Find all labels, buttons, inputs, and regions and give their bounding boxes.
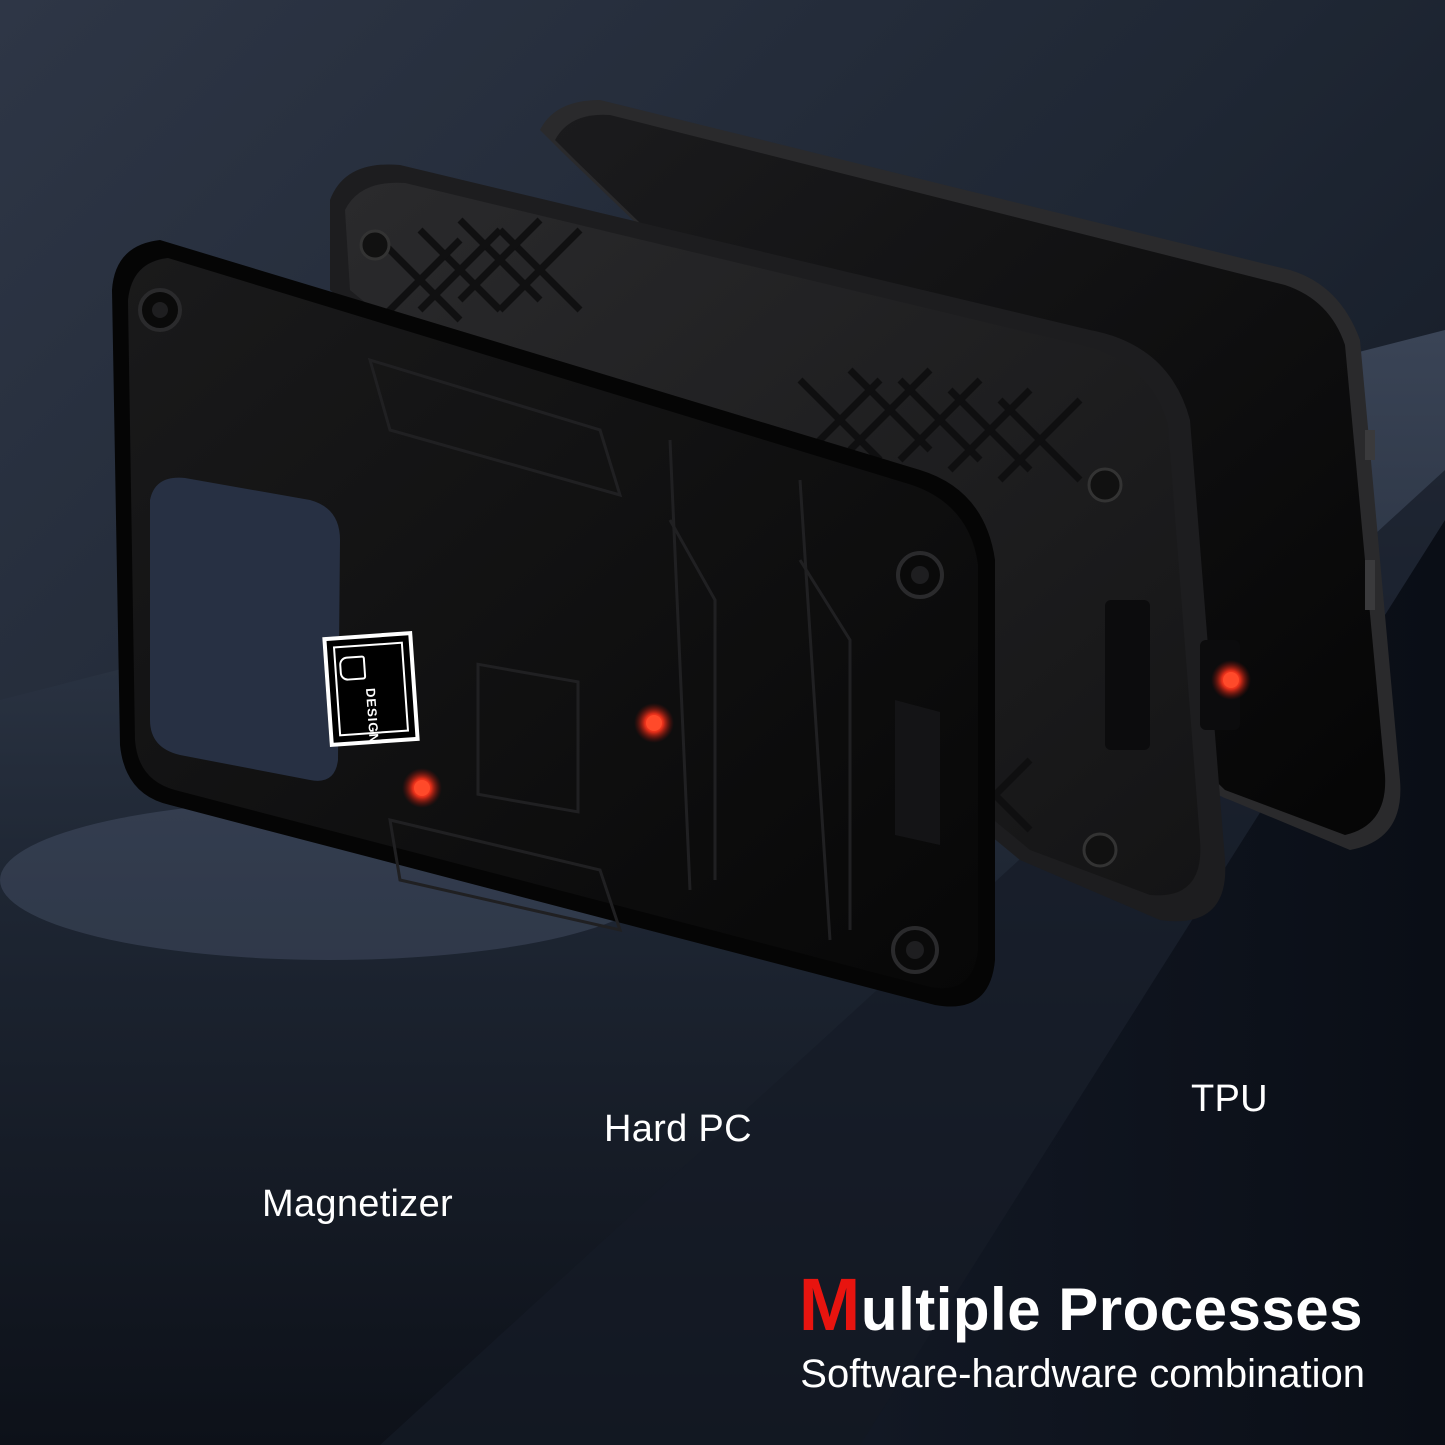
label-hard-pc: Hard PC — [604, 1108, 752, 1150]
shield-icon — [338, 655, 367, 682]
headline-subtitle: Software-hardware combination — [800, 1352, 1365, 1396]
callout-tpu-marker — [1211, 660, 1251, 1055]
camera-cutout — [150, 477, 340, 781]
headline-first-letter: M — [798, 1263, 861, 1346]
callout-hard-pc-marker — [634, 703, 674, 1095]
design-badge: DESIGN — [322, 630, 420, 748]
headline-rest: ultiple Processes — [860, 1276, 1363, 1343]
label-magnetizer: Magnetizer — [262, 1183, 453, 1225]
hard-pc-case-layer — [112, 240, 995, 1007]
label-tpu: TPU — [1191, 1078, 1268, 1120]
headline: Multiple Processes — [799, 1262, 1363, 1347]
callout-magnetizer-marker — [402, 768, 442, 1162]
